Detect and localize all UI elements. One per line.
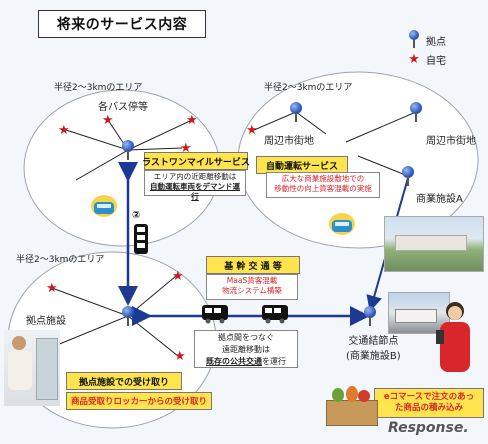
autonomous-line1: 広大な商業施設敷地での [281, 174, 365, 183]
locker-user-photo [4, 330, 60, 406]
legend-hub: 拠点 [408, 30, 446, 50]
last-mile-title: ラストワンマイルサービス [142, 152, 250, 170]
trunk-line1: MaaS貨客混載 [226, 276, 278, 285]
long-distance-line3-emphasis: 既存の公共交通 [206, 357, 262, 366]
trunk-line2: 物流システム構築 [222, 286, 282, 295]
home-star: ★ [186, 113, 198, 128]
hub-pin-bus-stops [122, 140, 134, 160]
hub-pin-transit-node [364, 306, 376, 326]
pickup-line1: 商品受取りロッカーからの受け取り [70, 397, 207, 407]
autonomous-detail: 広大な商業施設敷地での 移動性の向上貨客混載の実施 [266, 172, 380, 198]
city-center-1-label: 周辺市街地 [264, 136, 314, 147]
legend-home-label: 自宅 [426, 56, 446, 67]
legend: 拠点 ★ 自宅 [408, 30, 446, 67]
bus-stops-label: 各バス停等 [98, 102, 148, 113]
transit-node-photo [388, 292, 450, 334]
commercial-a-label: 商業施設A [416, 194, 463, 205]
trunk-title: 基 幹 交 通 等 [206, 256, 300, 274]
hub-facility-label: 拠点施設 [26, 316, 66, 327]
step-number: ② [132, 210, 141, 221]
home-star: ★ [46, 281, 58, 296]
shuttle-icon-left [91, 195, 117, 217]
grocery-box-photo [326, 384, 380, 426]
home-star: ★ [58, 123, 70, 138]
pickup-title: 拠点施設での受け取り [66, 372, 182, 390]
commercial-a-photo [384, 216, 484, 272]
ecommerce-box: eコマースで注文のあっ た商品の積み込み [374, 388, 484, 418]
long-distance-box: 拠点間をつなぐ 遠距離移動は 既存の公共交通を運行 [194, 330, 298, 368]
home-star: ★ [172, 269, 184, 284]
area-label-top-left: 半径2～3kmのエリア [54, 83, 143, 93]
long-distance-line3: 既存の公共交通を運行 [197, 356, 295, 368]
long-distance-line3-rest: を運行 [262, 357, 286, 366]
transit-node-label: 交通結節点 (商業施設B) [346, 332, 401, 362]
star-icon: ★ [408, 52, 420, 67]
hub-pin-commercial-a [402, 166, 414, 186]
area-label-top-right: 半径2～3kmのエリア [264, 83, 353, 93]
legend-home: ★ 自宅 [408, 52, 446, 67]
legend-hub-label: 拠点 [426, 36, 446, 48]
home-star: ★ [180, 141, 192, 156]
page-title: 将来のサービス内容 [38, 10, 206, 38]
transit-node-sub: (商業施設B) [346, 351, 401, 362]
watermark: Response. [388, 420, 469, 436]
area-label-mid-left: 半径2～3kmのエリア [16, 255, 105, 265]
home-star: ★ [246, 123, 258, 138]
hub-pin-hub-facility [122, 306, 134, 326]
transit-node-name: 交通結節点 [348, 336, 399, 347]
long-distance-line2: 遠距離移動は [222, 345, 270, 354]
last-mile-detail: エリア内の近距離移動は 自動運転車両をデマンド運行 [144, 170, 246, 201]
autonomous-line2: 移動性の向上貨客混載の実施 [274, 184, 372, 193]
ecommerce-line2: た商品の積み込み [394, 403, 463, 413]
shuttle-icon-right [329, 213, 355, 235]
ecommerce-line1: eコマースで注文のあっ [383, 392, 475, 402]
van-right [262, 305, 288, 324]
hub-pin-city-1 [290, 102, 302, 122]
pickup-detail: 商品受取りロッカーからの受け取り [66, 392, 212, 410]
city-center-2-label: 周辺市街地 [426, 136, 476, 147]
last-mile-line2: 自動運転車両をデマンド運行 [150, 182, 240, 201]
long-distance-line1: 拠点間をつなぐ [218, 333, 274, 342]
bus-vertical [134, 224, 148, 254]
van-left [202, 305, 228, 324]
pin-icon [408, 30, 420, 50]
ecommerce-user-photo [432, 300, 480, 384]
last-mile-line1: エリア内の近距離移動は [153, 172, 237, 181]
hub-pin-city-2 [410, 102, 422, 122]
home-star: ★ [102, 113, 114, 128]
home-star: ★ [174, 349, 186, 364]
trunk-detail: MaaS貨客混載 物流システム構築 [206, 274, 298, 300]
